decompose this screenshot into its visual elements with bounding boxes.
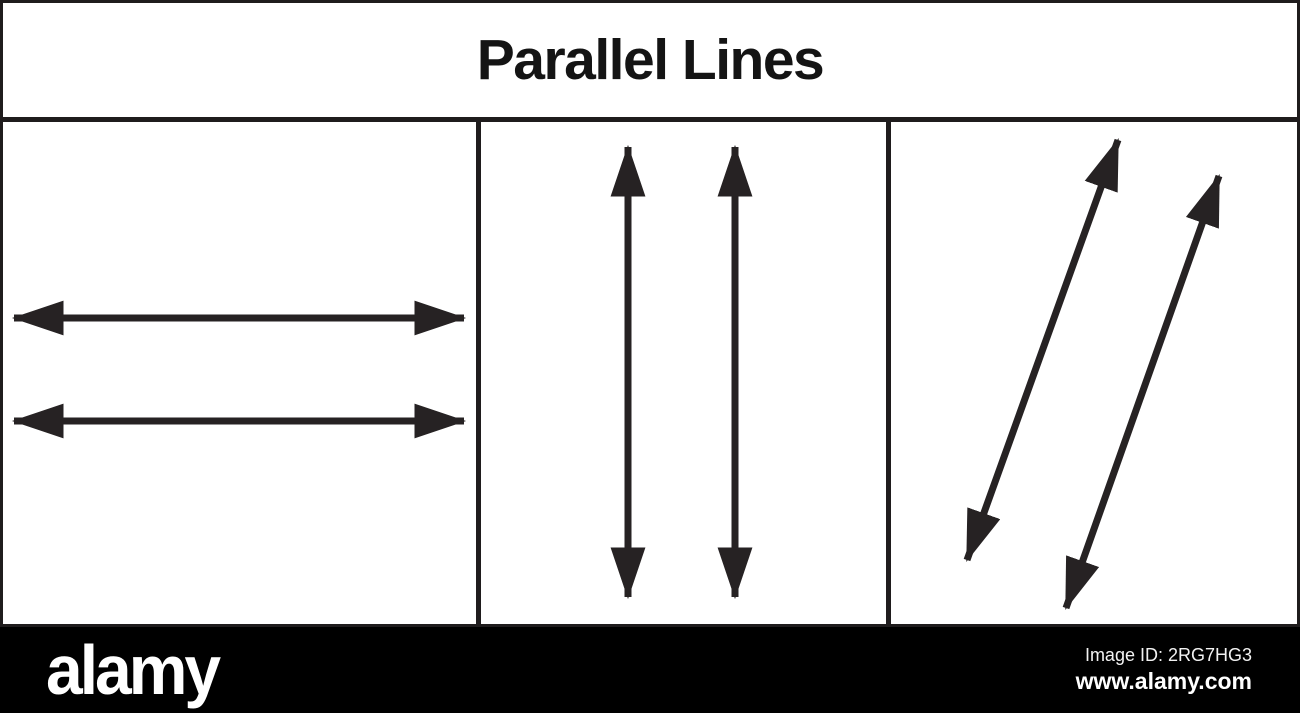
alamy-watermark-bar: alamy Image ID: 2RG7HG3 www.alamy.com (0, 627, 1300, 713)
diagram-title: Parallel Lines (476, 28, 825, 92)
image-id-label: Image ID: 2RG7HG3 (1084, 645, 1252, 666)
panel-vertical-parallel-lines (481, 122, 891, 624)
diagram-title-band: Parallel Lines (3, 3, 1297, 122)
parallel-lines-diagram: Parallel Lines (0, 0, 1300, 627)
watermark-info: Image ID: 2RG7HG3 www.alamy.com (1076, 644, 1252, 695)
panel-horizontal-parallel-lines (3, 122, 481, 624)
panel-diagonal-parallel-lines (891, 122, 1297, 624)
alamy-logo: alamy (46, 631, 221, 709)
alamy-url-label: www.alamy.com (1075, 667, 1252, 694)
diagram-panels-row (3, 122, 1297, 624)
